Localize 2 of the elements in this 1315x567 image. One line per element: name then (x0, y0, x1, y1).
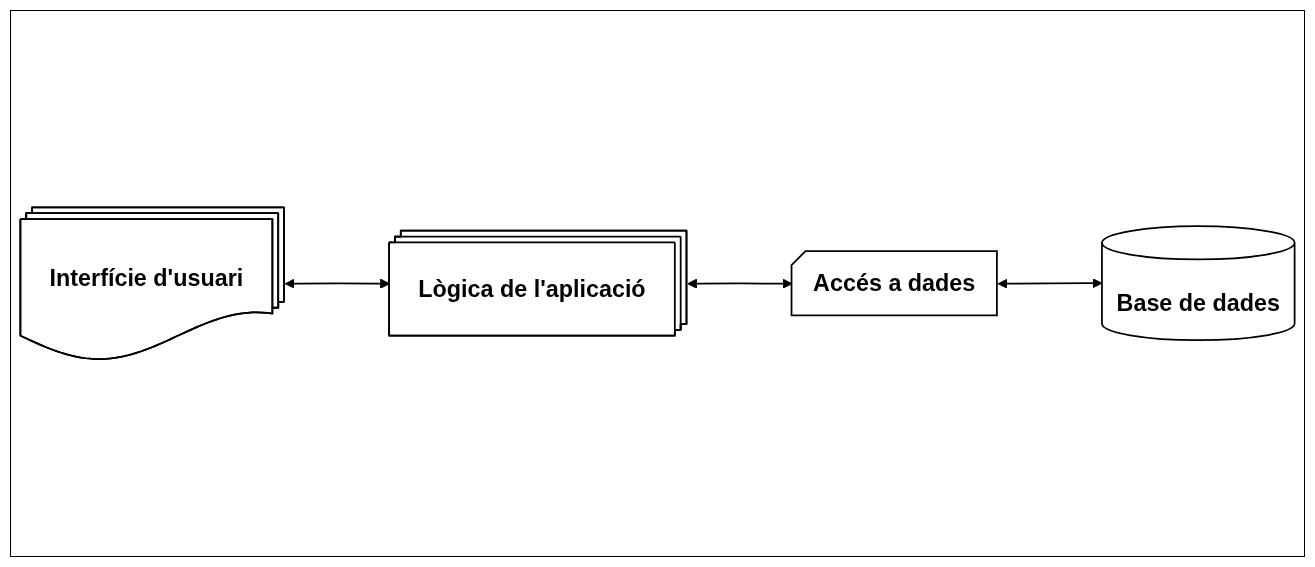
arrow (997, 278, 1103, 290)
arrow (284, 278, 391, 290)
